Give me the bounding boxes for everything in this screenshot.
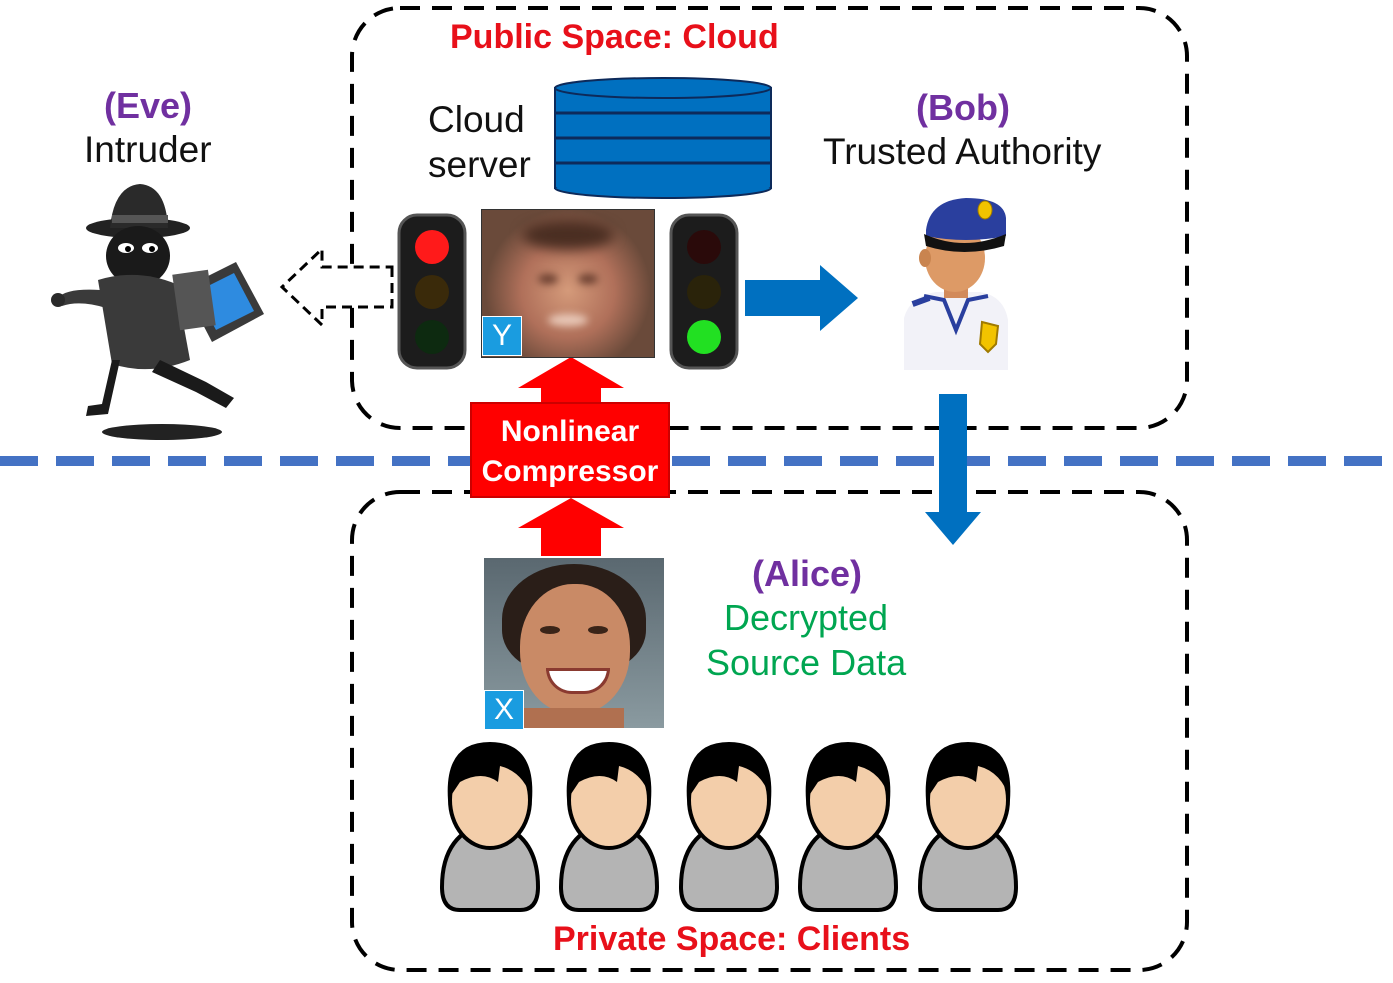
client-person-icon	[558, 742, 660, 912]
bob-name: (Bob)	[916, 87, 1010, 128]
compressor-label-line1: Nonlinear	[500, 415, 640, 448]
source-face-image	[484, 558, 664, 728]
client-person-icon	[439, 742, 541, 912]
leak-arrow-to-eve	[279, 245, 394, 329]
intruder-icon	[51, 184, 264, 440]
database-icon	[554, 77, 772, 199]
client-person-icon	[678, 742, 780, 912]
source-data-tag: X	[484, 690, 524, 730]
private-space-label: Private Space: Clients	[553, 920, 911, 958]
eve-role: Intruder	[84, 129, 212, 170]
arrow-to-bob	[745, 265, 858, 331]
arrow-compressor-to-cloud	[518, 357, 624, 402]
alice-desc-line1: Decrypted	[724, 597, 889, 638]
cloud-server-label-line2: server	[428, 144, 531, 185]
public-space-region	[350, 6, 1189, 430]
alice-desc-line2: Source Data	[706, 642, 907, 683]
eve-name: (Eve)	[104, 85, 193, 126]
alice-name: (Alice)	[752, 553, 863, 594]
arrow-to-alice	[925, 394, 981, 545]
encrypted-data-tag: Y	[482, 316, 522, 356]
public-space-label: Public Space: Cloud	[450, 18, 779, 56]
private-space-region	[350, 490, 1189, 972]
nonlinear-compressor: Nonlinear Compressor	[470, 402, 670, 498]
arrow-source-to-compressor	[518, 498, 624, 556]
client-person-icon	[797, 742, 899, 912]
traffic-light-green-icon	[669, 213, 739, 370]
client-person-icon	[917, 742, 1019, 912]
traffic-light-red-icon	[397, 213, 467, 370]
compressor-label-line2: Compressor	[481, 455, 659, 488]
police-officer-icon	[904, 198, 1008, 370]
cloud-server-label-line1: Cloud	[428, 99, 525, 140]
bob-role: Trusted Authority	[823, 131, 1102, 172]
